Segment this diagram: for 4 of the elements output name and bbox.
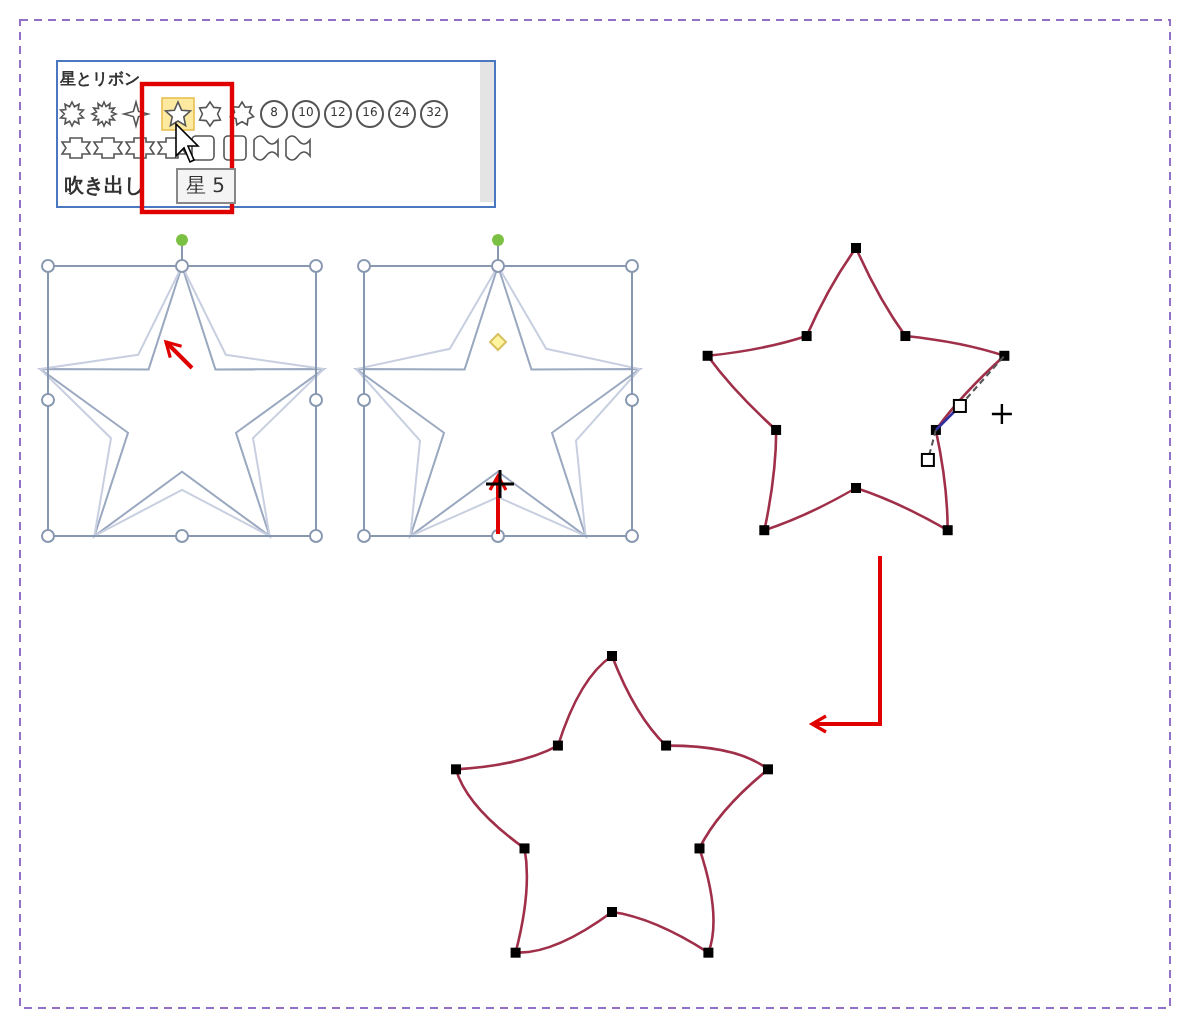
arrow bbox=[810, 556, 882, 734]
section-heading: 星とリボン bbox=[60, 68, 140, 90]
section-heading: 吹き出し bbox=[64, 173, 144, 200]
tooltip: 星 5 bbox=[176, 168, 236, 204]
